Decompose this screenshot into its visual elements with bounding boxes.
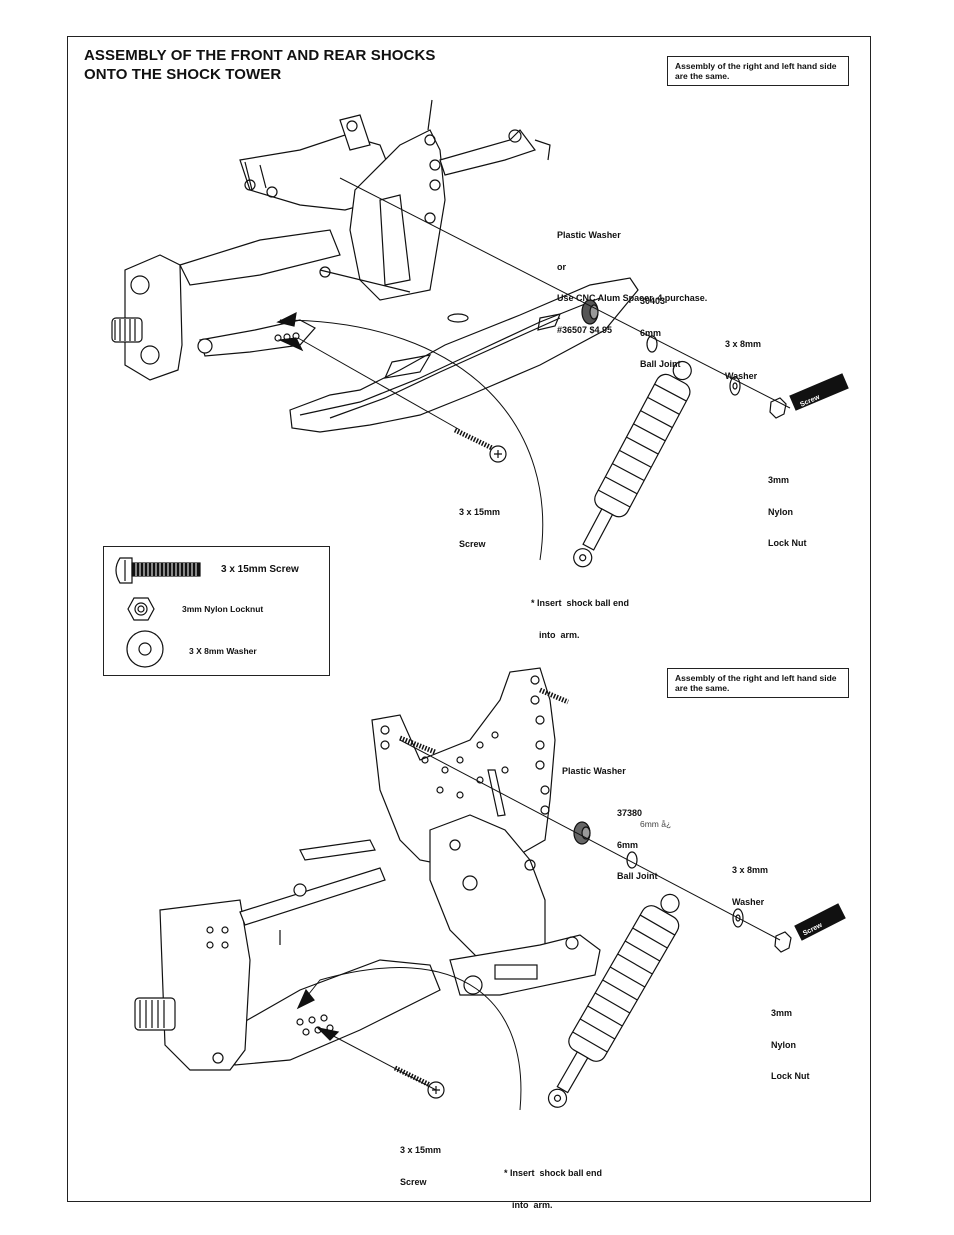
rear-plastic-washer-label: Plastic Washer: [562, 766, 626, 776]
rear-ball-joint-label: 37380 6mm Ball Joint: [617, 787, 658, 892]
rear-screw-cement-line-2: Cement: [812, 940, 839, 959]
front-ball-joint-label: 30403 6mm Ball Joint: [640, 275, 681, 380]
front-insert-note: * Insert shock ball end into arm.: [531, 577, 629, 651]
rear-assembly-note: Assembly of the right and left hand side…: [667, 668, 849, 698]
front-plastic-washer-line-2: or: [557, 261, 566, 272]
front-screw-label: 3 x 15mm Screw: [459, 486, 500, 560]
legend-washer-label: 3 X 8mm Washer: [189, 646, 257, 656]
rear-screw-line-1: 3 x 15mm: [400, 1145, 442, 1155]
legend-locknut-label: 3mm Nylon Locknut: [182, 604, 264, 614]
rear-lock-nut-line-2: Nylon: [771, 1039, 797, 1050]
legend-screw-label: 3 x 15mm Screw: [221, 564, 299, 575]
rear-ball-joint-sub: 6mm å¿: [640, 819, 672, 829]
rear-screw-label: 3 x 15mm Screw: [400, 1124, 441, 1198]
front-assembly-note: Assembly of the right and left hand side…: [667, 56, 849, 86]
front-screw-cement-line-2: Cement: [808, 413, 836, 431]
rear-ball-joint-line-1: 37380: [617, 808, 643, 818]
front-note-line-1: Assembly of the right and left hand side: [675, 61, 837, 71]
front-insert-note-line-1: * Insert shock ball end: [531, 598, 630, 608]
rear-note-line-1: Assembly of the right and left hand side: [675, 673, 837, 683]
front-chassis-drawing: [111, 99, 849, 568]
rear-note-line-2: are the same.: [675, 683, 730, 693]
rear-ball-joint-line-3: Ball Joint: [617, 871, 658, 881]
page-frame: [67, 36, 871, 1202]
front-note-line-2: are the same.: [675, 71, 730, 81]
front-plastic-washer-label: Plastic Washer or Use CNC Alum Spacer, 4…: [557, 209, 707, 346]
front-plastic-washer-line-3: Use CNC Alum Spacer, 4 purchase.: [557, 293, 708, 303]
rear-washer-line-1: 3 x 8mm: [732, 865, 769, 875]
title-line-2: ONTO THE SHOCK TOWER: [84, 66, 282, 83]
front-screw-line-1: 3 x 15mm: [459, 507, 501, 517]
front-washer-line-1: 3 x 8mm: [725, 339, 762, 349]
front-lock-nut-label: 3mm Nylon Lock Nut: [768, 454, 807, 559]
rear-screw-cement-line-1: Screw: [801, 921, 824, 938]
front-lock-nut-line-2: Nylon: [768, 506, 794, 517]
rear-insert-note-line-1: * Insert shock ball end: [504, 1168, 603, 1178]
front-washer-line-2: Washer: [725, 370, 758, 381]
rear-ball-joint-line-2: 6mm: [617, 839, 639, 850]
front-lock-nut-line-3: Lock Nut: [768, 538, 807, 548]
front-ball-joint-line-3: Ball Joint: [640, 359, 681, 369]
rear-chassis-drawing: [134, 667, 846, 1111]
front-insert-note-line-2: into arm.: [539, 629, 580, 640]
rear-lock-nut-line-1: 3mm: [771, 1008, 793, 1018]
front-screw-line-2: Screw: [459, 538, 486, 549]
rear-washer-label: 3 x 8mm Washer: [732, 844, 768, 918]
front-washer-label: 3 x 8mm Washer: [725, 318, 761, 392]
front-ball-joint-line-2: 6mm: [640, 327, 662, 338]
front-plastic-washer-line-1: Plastic Washer: [557, 230, 621, 240]
legend-icons: [115, 557, 201, 668]
front-lock-nut-line-1: 3mm: [768, 475, 790, 485]
parts-legend: 3 x 15mm Screw 3mm Nylon Locknut 3 X 8mm…: [103, 546, 330, 676]
front-plastic-washer-line-4: #36507 $4.95: [557, 324, 613, 335]
rear-washer-line-2: Washer: [732, 896, 765, 907]
rear-lock-nut-label: 3mm Nylon Lock Nut: [771, 987, 810, 1092]
rear-insert-note: * Insert shock ball end into arm.: [504, 1147, 602, 1221]
rear-lock-nut-line-3: Lock Nut: [771, 1071, 810, 1081]
front-ball-joint-line-1: 30403: [640, 296, 666, 306]
rear-insert-note-line-2: into arm.: [512, 1199, 553, 1210]
page-title: ASSEMBLY OF THE FRONT AND REAR SHOCKS ON…: [84, 46, 436, 84]
front-screw-cement-line-1: Screw: [799, 393, 821, 409]
title-line-1: ASSEMBLY OF THE FRONT AND REAR SHOCKS: [84, 47, 436, 64]
rear-screw-line-2: Screw: [400, 1176, 427, 1187]
